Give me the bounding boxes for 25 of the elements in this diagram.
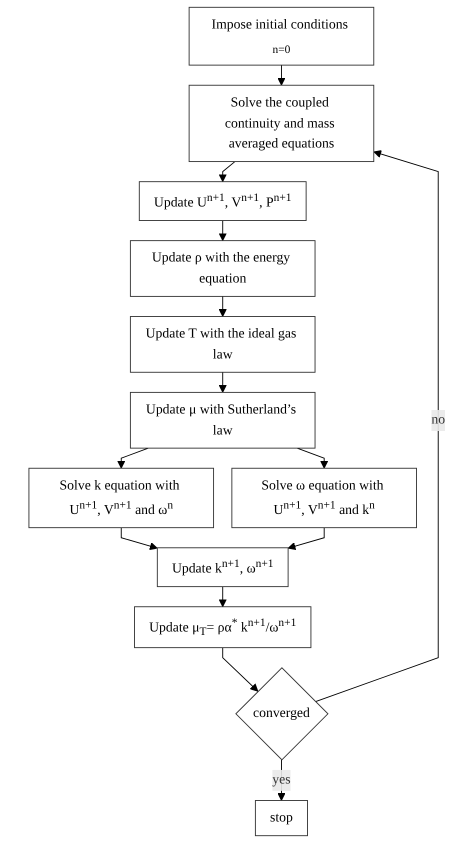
node-box: Update μ with Sutherland’s law [130, 392, 316, 449]
arrow [222, 647, 258, 692]
arrow [218, 296, 227, 317]
arrow [120, 527, 158, 550]
arrow [314, 150, 439, 702]
node-box: Update k$^{n+1}$, ω$^{n+1}$ [156, 547, 289, 588]
node-box: Update μ$_{T}$= ρα$^{*}$ k$^{n+1}$/ω$^{n+1}$ [134, 606, 312, 648]
node-box: Update ρ with the energy equation [130, 240, 316, 297]
node-box: Solve k equation with U$^{n+1}$, V$^{n+1}$ and ω$^{n}$ [28, 468, 214, 528]
node-box: Solve the coupled continuity and mass averaged equations [188, 84, 374, 162]
node-box: stop [254, 800, 308, 836]
node-box: Update U$^{n+1}$, V$^{n+1}$, P$^{n+1}$ [138, 181, 307, 221]
arrow [288, 527, 325, 550]
edge-label: yes [272, 772, 291, 788]
arrow [296, 448, 328, 469]
arrow [277, 64, 286, 86]
arrow [218, 586, 227, 608]
arrow [218, 161, 236, 182]
node-box: Update T with the ideal gas law [130, 316, 316, 373]
arrow [117, 448, 149, 469]
arrow [218, 220, 227, 241]
node-box: Solve ω equation with U$^{n+1}$, V$^{n+1}$ and k$^{n}$ [231, 468, 417, 528]
node-diamond: converged [235, 667, 329, 760]
edge-label: no [431, 412, 446, 428]
arrow [218, 372, 227, 393]
